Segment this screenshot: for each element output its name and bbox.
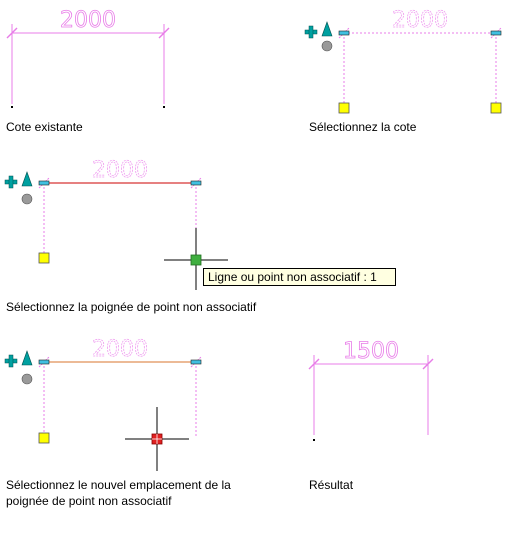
tick-left — [6, 27, 18, 39]
tooltip: Ligne ou point non associatif : 1 — [203, 268, 396, 286]
point-grip-left[interactable] — [338, 102, 350, 114]
dimline-grip-right[interactable] — [490, 30, 502, 36]
dimline-grip-left[interactable] — [38, 180, 50, 186]
tick-left — [308, 358, 320, 370]
dimension-text: 2000 — [392, 8, 448, 33]
panel-select-grip: 2000 — [4, 158, 228, 290]
panel-existing-dimension: 2000 — [6, 8, 170, 108]
dimension-text: 2000 — [92, 337, 148, 362]
dimline-grip-left[interactable] — [338, 30, 350, 36]
caption-new-location-line1: Sélectionnez le nouvel emplacement de la — [6, 478, 231, 492]
dimline-grip-right[interactable] — [190, 180, 202, 186]
point-marker — [313, 439, 315, 441]
dimension-text: 1500 — [343, 339, 399, 364]
caption-select-dimension: Sélectionnez la cote — [309, 120, 417, 134]
caption-select-grip: Sélectionnez la poignée de point non ass… — [6, 300, 257, 314]
tick-right — [158, 27, 170, 39]
point-grip-right[interactable] — [490, 102, 502, 114]
caption-new-location-line2: poignée de point non associatif — [6, 494, 172, 508]
caption-result: Résultat — [309, 478, 354, 492]
circle-icon[interactable] — [21, 373, 33, 385]
circle-icon[interactable] — [21, 193, 33, 205]
panel-new-location: 2000 — [4, 337, 202, 471]
point-grip-left[interactable] — [38, 432, 50, 444]
hot-grip[interactable] — [151, 433, 163, 445]
point-grip-left[interactable] — [38, 252, 50, 264]
plus-move-icon[interactable] — [4, 175, 18, 189]
caption-existing: Cote existante — [6, 120, 83, 134]
circle-icon[interactable] — [321, 40, 333, 52]
dimension-text: 2000 — [92, 158, 148, 183]
plus-move-icon[interactable] — [4, 354, 18, 368]
dimline-grip-left[interactable] — [38, 359, 50, 365]
hot-grip[interactable] — [190, 254, 202, 266]
triangle-icon[interactable] — [21, 350, 33, 366]
panel-select-dimension: 2000 — [304, 8, 502, 114]
panel-result: 1500 — [308, 339, 434, 441]
point-marker — [11, 106, 13, 108]
point-marker — [163, 106, 165, 108]
plus-move-icon[interactable] — [304, 25, 318, 39]
tick-right — [422, 358, 434, 370]
dimension-text: 2000 — [60, 8, 116, 33]
dimline-grip-right[interactable] — [190, 359, 202, 365]
triangle-icon[interactable] — [321, 21, 333, 37]
triangle-icon[interactable] — [21, 171, 33, 187]
